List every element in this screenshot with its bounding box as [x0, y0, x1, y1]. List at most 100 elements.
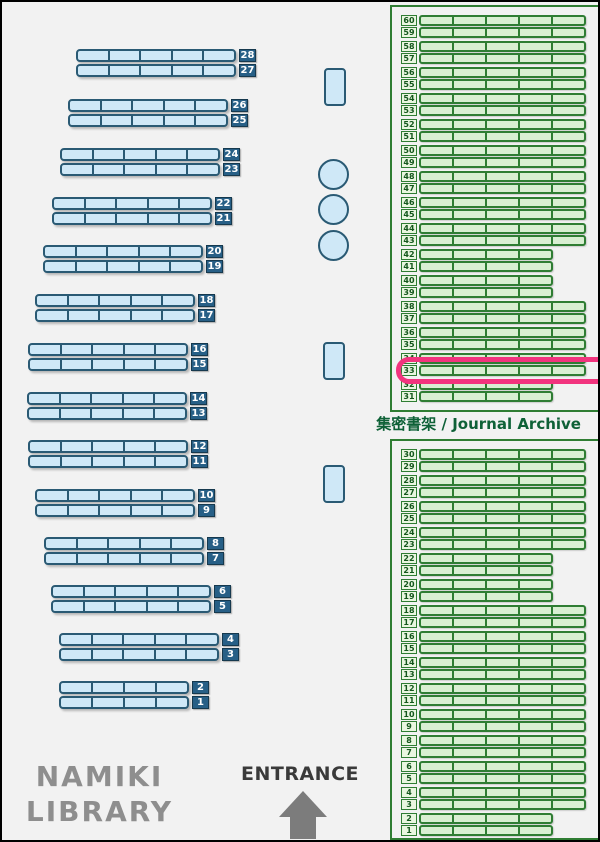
- archive-shelf-row: 49: [401, 157, 598, 168]
- archive-shelf-row: 15: [401, 643, 598, 654]
- archive-shelf-bar: [419, 287, 553, 298]
- archive-shelf-number-tag: 16: [401, 631, 417, 642]
- shelf-bar: [35, 489, 195, 502]
- shelf-segment: [454, 555, 487, 562]
- archive-shelf-row: 41: [401, 261, 598, 272]
- shelf-segment: [37, 491, 69, 500]
- shelf-segment: [520, 659, 553, 666]
- shelf-segment: [155, 409, 185, 418]
- archive-shelf-row: 56: [401, 67, 598, 78]
- archive-shelf-bar: [419, 41, 586, 52]
- archive-shelf-number-tag: 31: [401, 391, 417, 402]
- archive-shelf-bar: [419, 813, 553, 824]
- shelf-segment: [93, 442, 125, 451]
- shelf-segment: [520, 827, 551, 834]
- shelf-segment: [553, 671, 584, 678]
- shelf-segment: [421, 199, 454, 206]
- archive-shelf-number-tag: 33: [401, 365, 417, 376]
- archive-shelf-bar: [419, 67, 586, 78]
- shelf-segment: [454, 463, 487, 470]
- shelf-segment: [553, 633, 584, 640]
- archive-shelf-row: 3: [401, 799, 598, 810]
- shelf-segment: [421, 619, 454, 626]
- shelf-segment: [487, 593, 520, 600]
- shelf-segment: [454, 593, 487, 600]
- archive-shelf-number-tag: 42: [401, 249, 417, 260]
- archive-shelf-number-tag: 36: [401, 327, 417, 338]
- shelf-segment: [487, 789, 520, 796]
- shelf-bar: [59, 696, 189, 709]
- shelf-bar: [52, 212, 212, 225]
- shelf-segment: [140, 262, 172, 271]
- archive-shelf-bar: [419, 365, 586, 376]
- shelf-segment: [125, 457, 157, 466]
- shelf-segment: [520, 199, 553, 206]
- shelf-segment: [520, 147, 553, 154]
- archive-shelf-number-tag: 1: [401, 825, 417, 836]
- shelf-segment: [61, 650, 93, 659]
- shelf-bar: [28, 343, 188, 356]
- archive-shelf-number-tag: 51: [401, 131, 417, 142]
- archive-shelf-row: 45: [401, 209, 598, 220]
- archive-shelf-number-tag: 2: [401, 813, 417, 824]
- shelf-segment: [70, 116, 102, 125]
- shelf-segment: [421, 55, 454, 62]
- shelf-bar: [35, 294, 195, 307]
- shelf-segment: [163, 491, 193, 500]
- shelf-segment: [487, 211, 520, 218]
- shelf-segment: [421, 147, 454, 154]
- archive-shelf-row: 20: [401, 579, 598, 590]
- shelf-segment: [487, 199, 520, 206]
- archive-shelf-number-tag: 23: [401, 539, 417, 550]
- shelf-segment: [520, 237, 553, 244]
- shelf-segment: [125, 698, 157, 707]
- shelf-segment: [454, 303, 487, 310]
- shelf-segment: [520, 107, 553, 114]
- pillar: [323, 342, 345, 380]
- archive-shelf-row: 57: [401, 53, 598, 64]
- shelf-segment: [487, 133, 520, 140]
- shelf-segment: [454, 211, 487, 218]
- shelf-segment: [553, 225, 584, 232]
- shelf-segment: [454, 711, 487, 718]
- shelf-segment: [421, 107, 454, 114]
- archive-shelf-number-tag: 57: [401, 53, 417, 64]
- shelf-segment: [454, 263, 487, 270]
- shelf-segment: [454, 367, 487, 374]
- shelf-segment: [553, 463, 584, 470]
- shelf-number-tag: 28: [239, 49, 256, 62]
- shelf-segment: [421, 723, 454, 730]
- shelf-bar: [59, 633, 219, 646]
- shelf-segment: [487, 121, 520, 128]
- shelf-segment: [62, 165, 94, 174]
- shelf-segment: [454, 827, 487, 834]
- archive-shelf-row: 53: [401, 105, 598, 116]
- archive-shelf-bar: [419, 721, 586, 732]
- shelf-row: 3: [59, 648, 239, 661]
- shelf-segment: [70, 101, 102, 110]
- shelf-segment: [77, 247, 109, 256]
- shelf-segment: [454, 147, 487, 154]
- shelf-segment: [125, 150, 157, 159]
- archive-shelf-row: 33: [396, 357, 598, 384]
- shelf-segment: [487, 289, 520, 296]
- archive-shelf-bar: [419, 761, 586, 772]
- archive-shelf-bar: [419, 53, 586, 64]
- shelf-segment: [520, 211, 553, 218]
- archive-shelf-row: 22: [401, 553, 598, 564]
- shelf-segment: [520, 133, 553, 140]
- shelf-segment: [124, 650, 156, 659]
- archive-shelf-number-tag: 3: [401, 799, 417, 810]
- shelf-segment: [520, 503, 553, 510]
- shelf-segment: [421, 133, 454, 140]
- shelf-segment: [487, 225, 520, 232]
- shelf-segment: [454, 173, 487, 180]
- shelf-segment: [421, 225, 454, 232]
- shelf-segment: [487, 659, 520, 666]
- archive-shelf-row: 23: [401, 539, 598, 550]
- archive-shelf-bar: [419, 15, 586, 26]
- shelf-number-tag: 22: [215, 197, 232, 210]
- shelf-segment: [487, 503, 520, 510]
